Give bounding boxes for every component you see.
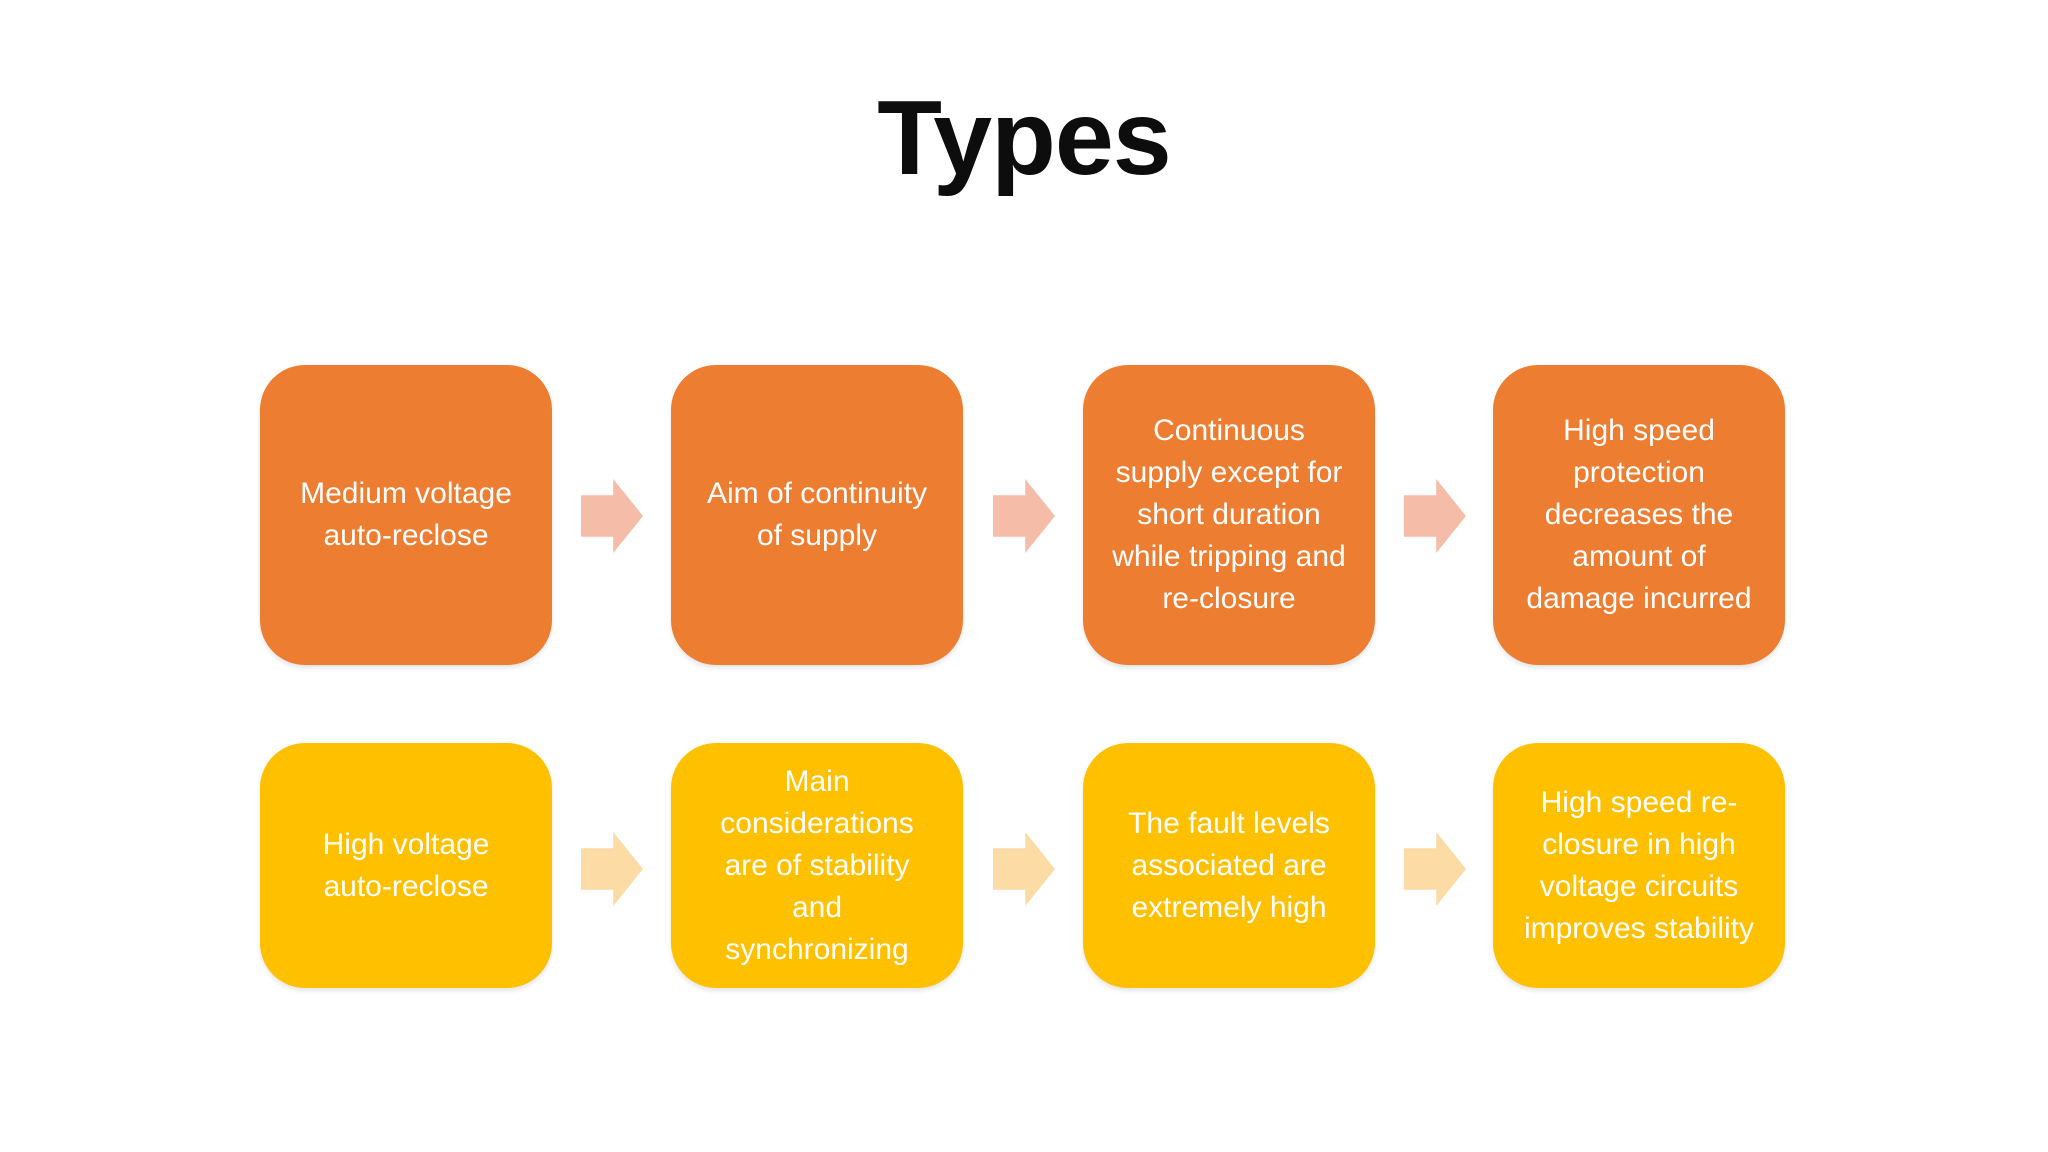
flow-box-label: Main considerations are of stability and… <box>720 764 914 966</box>
arrow-right-icon <box>581 832 643 906</box>
flow-box-main-considerations: Main considerations are of stability and… <box>671 743 963 988</box>
arrow-right-icon <box>993 479 1055 553</box>
flow-box-label: The fault levels associated are extremel… <box>1128 806 1330 924</box>
flow-box-label: Medium voltage auto-reclose <box>300 477 512 552</box>
flow-box-label: High speed re-closure in high voltage ci… <box>1523 785 1755 945</box>
flow-box-label: High voltage auto-reclose <box>322 827 490 903</box>
arrow-right-icon <box>1404 479 1466 553</box>
flow-box-continuous-supply: Continuous supply except for short durat… <box>1083 365 1375 665</box>
flow-box-label: Continuous supply except for short durat… <box>1112 414 1346 615</box>
flow-box-high-speed-protection: High speed protection decreases the amou… <box>1493 365 1785 665</box>
flow-box-medium-voltage-auto-reclose: Medium voltage auto-reclose <box>260 365 552 665</box>
flow-box-label: Aim of continuity of supply <box>706 477 928 552</box>
arrow-right-icon <box>1404 832 1466 906</box>
arrow-right-icon <box>581 479 643 553</box>
arrow-right-icon <box>993 832 1055 906</box>
flow-box-fault-levels: The fault levels associated are extremel… <box>1083 743 1375 988</box>
page-title: Types <box>877 79 1172 197</box>
flow-box-aim-of-continuity: Aim of continuity of supply <box>671 365 963 665</box>
flow-box-high-voltage-auto-reclose: High voltage auto-reclose <box>260 743 552 988</box>
flow-box-high-speed-reclosure: High speed re-closure in high voltage ci… <box>1493 743 1785 988</box>
flow-box-label: High speed protection decreases the amou… <box>1526 414 1752 615</box>
